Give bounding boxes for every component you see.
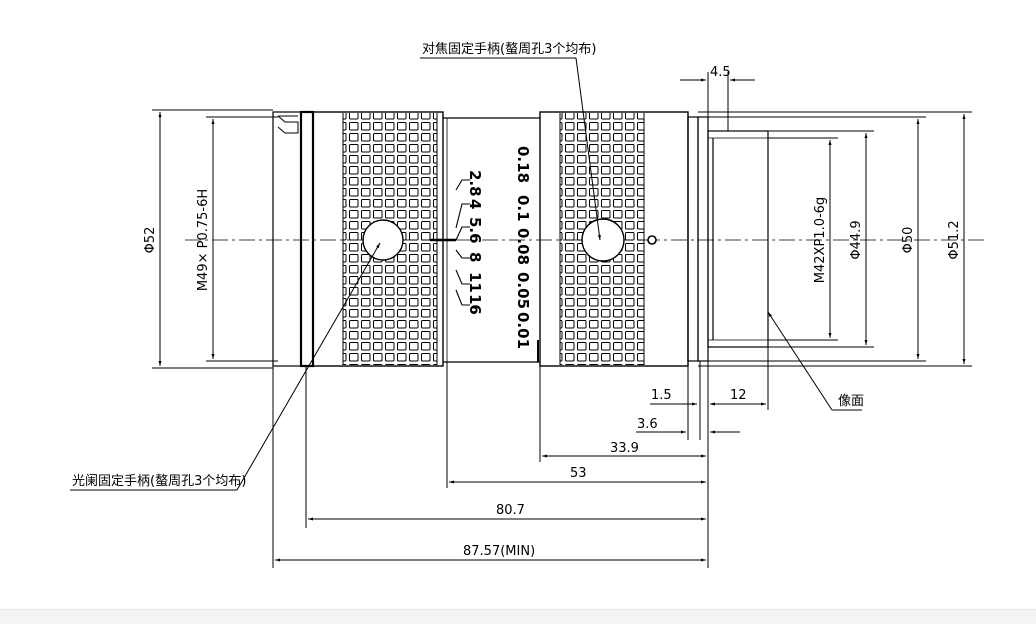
aperture-8: 8	[466, 252, 484, 262]
dim-3-6-label: 3.6	[637, 417, 658, 432]
iris-lock-handle	[362, 219, 404, 261]
image-plane-leader	[767, 311, 862, 411]
dim-12-label: 12	[730, 388, 747, 403]
index-dot	[647, 235, 657, 245]
aperture-56: 5.6	[466, 217, 484, 244]
rear-mount	[687, 116, 769, 362]
aperture-28: 2.8	[466, 170, 484, 197]
focus-005: 0.05	[514, 272, 532, 309]
dim-extension-lines	[272, 347, 769, 568]
dim-phi52	[152, 109, 273, 369]
dim-phi51-2-label: Φ51.2	[947, 220, 962, 259]
focus-handle-note: 对焦固定手柄(螯周孔3个均布)	[422, 41, 596, 57]
dim-phi50-label: Φ50	[901, 227, 916, 254]
aperture-4: 4	[466, 199, 484, 209]
iris-handle-note: 光阑固定手柄(螯周孔3个均布)	[72, 473, 246, 489]
focus-handle-leader	[420, 57, 601, 241]
dim-33-9-label: 33.9	[610, 441, 639, 456]
dim-m49	[206, 116, 278, 362]
aperture-16: 16	[466, 294, 484, 315]
focus-lock-handle	[581, 218, 625, 262]
iris-handle-leader	[70, 242, 381, 491]
aperture-scale-leaders	[455, 179, 470, 306]
focus-01: 0.1	[514, 195, 532, 222]
dim-m42-label: M42XP1.0-6g	[813, 197, 828, 283]
lens-technical-drawing: 2.8 4 5.6 8 11 16 0.18 0.1 0.08 0.05 0.0…	[70, 41, 985, 568]
focus-scale: 0.18 0.1 0.08 0.05 0.01	[514, 146, 532, 349]
dim-1-5-label: 1.5	[651, 388, 672, 403]
dim-m42	[768, 137, 838, 341]
dim-3-6	[636, 366, 740, 440]
front-thread-section	[272, 110, 315, 368]
dim-53-label: 53	[570, 466, 587, 481]
dim-phi51-2	[698, 111, 972, 367]
footer-bar	[0, 609, 1036, 624]
dim-phi44-9-label: Φ44.9	[849, 220, 864, 259]
dim-87-57-label: 87.57(MIN)	[463, 544, 535, 559]
dim-4-5-label: 4.5	[710, 65, 731, 80]
image-plane-label: 像面	[838, 394, 864, 409]
dim-80-7-label: 80.7	[496, 503, 525, 518]
dim-4-5	[680, 72, 755, 131]
dim-m49-label: M49× P0.75-6H	[196, 189, 211, 291]
aperture-11: 11	[466, 272, 484, 293]
focus-001: 0.01	[514, 312, 532, 349]
focus-018: 0.18	[514, 146, 532, 183]
dim-phi52-label: Φ52	[143, 227, 158, 254]
dim-phi50	[708, 116, 926, 362]
aperture-scale: 2.8 4 5.6 8 11 16	[466, 170, 484, 315]
focus-008: 0.08	[514, 228, 532, 265]
dim-phi44-9	[768, 130, 874, 348]
